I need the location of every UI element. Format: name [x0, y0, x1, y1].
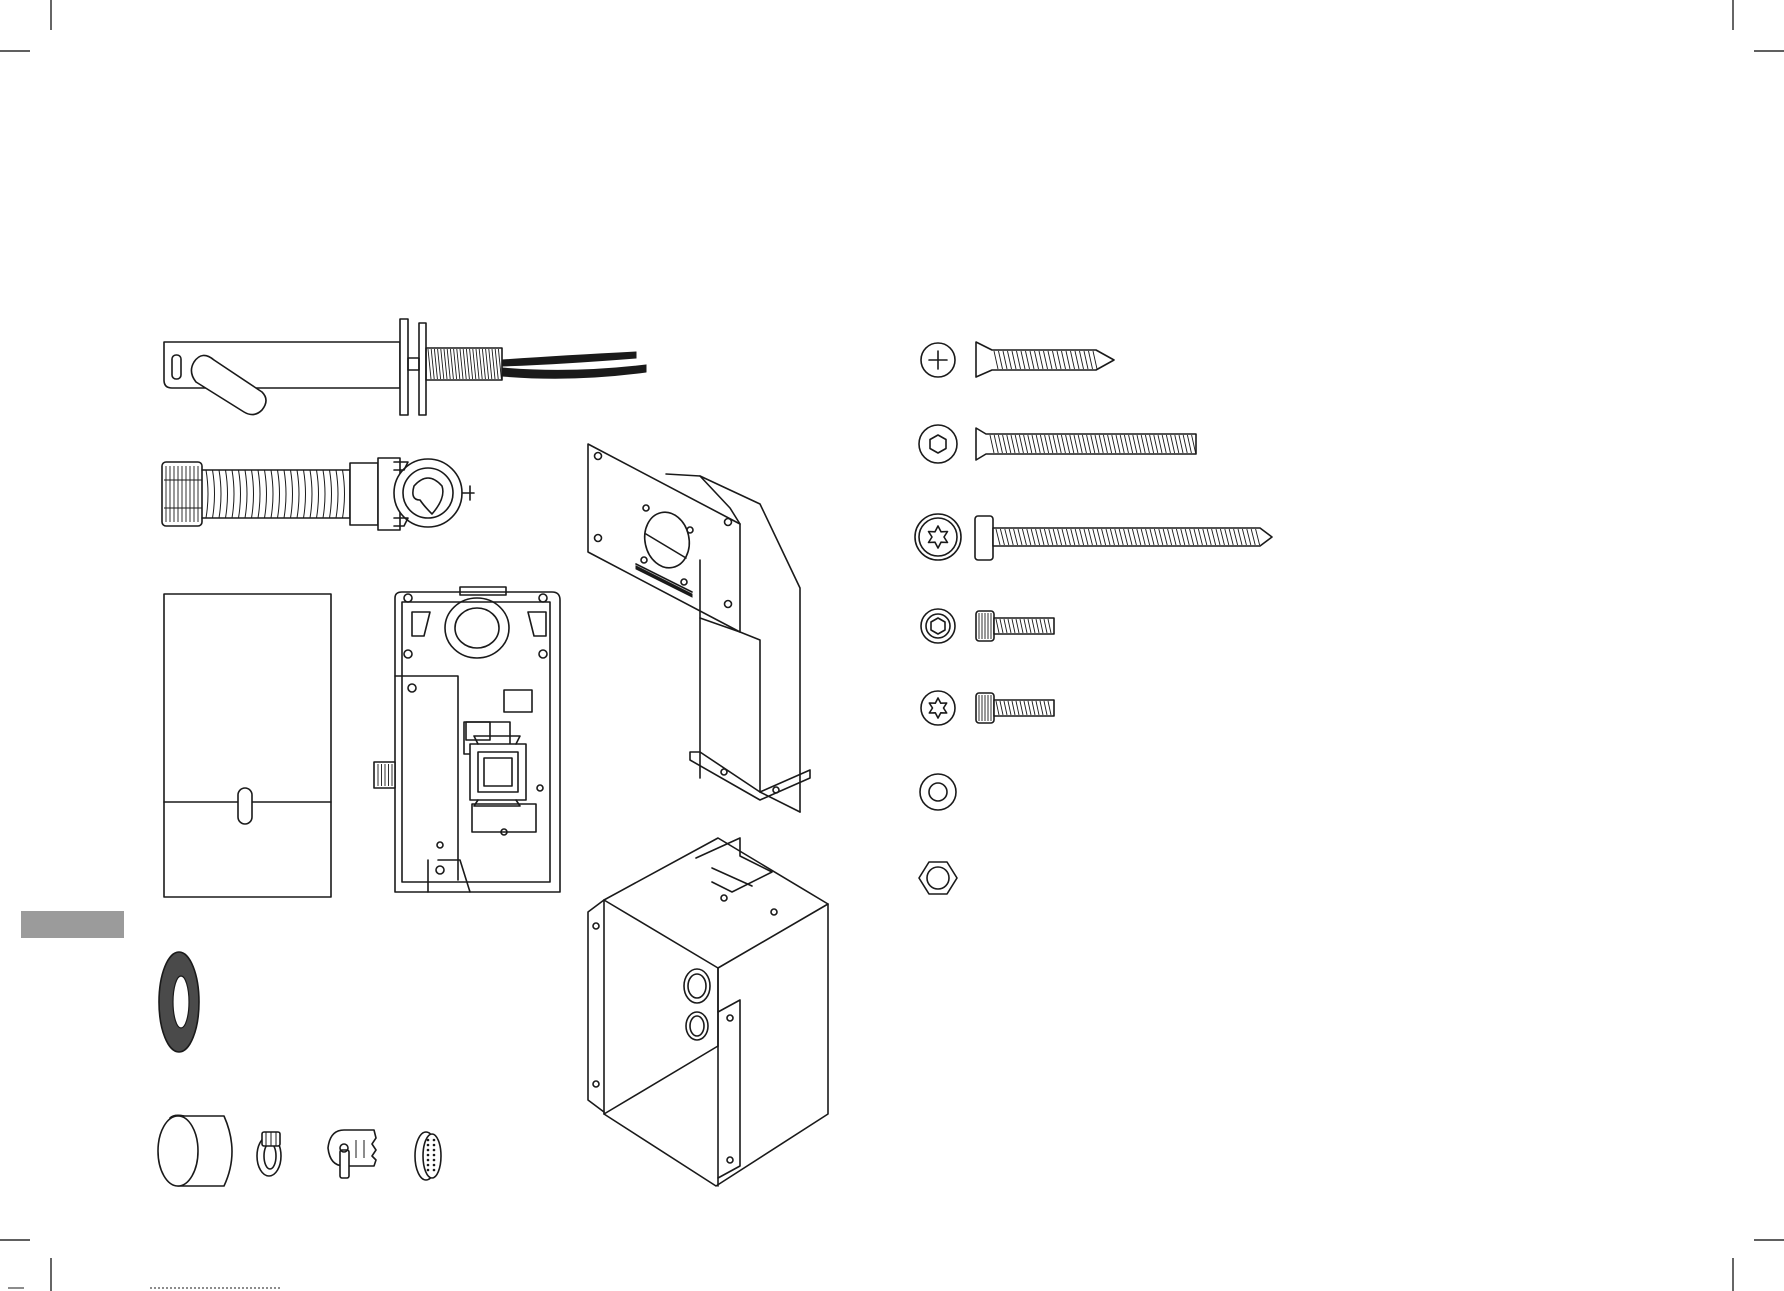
aerator-hole — [427, 1144, 430, 1147]
hatch-line — [470, 349, 473, 379]
hatch-line — [492, 349, 495, 379]
hose-rib — [258, 470, 260, 518]
hose-rib — [304, 470, 306, 518]
hex-nut-icon — [919, 862, 957, 894]
drilling-template-panel — [164, 594, 331, 897]
aerator-hole — [427, 1149, 430, 1152]
aerator-hole — [433, 1139, 436, 1142]
hatch-line — [441, 349, 444, 379]
sealing-gasket — [159, 952, 199, 1052]
aerator-hole — [433, 1164, 436, 1167]
hex-nut — [919, 862, 957, 894]
service-key — [328, 1130, 376, 1178]
hose-rib — [317, 470, 319, 518]
aerator-hole — [427, 1169, 430, 1172]
hose-rib — [271, 470, 273, 518]
hatch-line — [460, 349, 463, 379]
hatch-line — [473, 349, 476, 379]
hatch-line — [486, 349, 489, 379]
hose-rib — [278, 470, 280, 518]
aerator-hole — [433, 1144, 436, 1147]
countersunk-screw-phillips — [921, 342, 1114, 377]
hose-rib — [284, 470, 286, 518]
aerator-hole — [427, 1159, 430, 1162]
countersunk-screw-hex — [919, 425, 1196, 463]
short-bolt-hex — [921, 609, 1054, 643]
hose-rib — [323, 470, 325, 518]
hatch-line — [434, 349, 437, 379]
hatch-line — [431, 349, 434, 379]
hatch-line — [444, 349, 447, 379]
hatch-line — [457, 349, 460, 379]
hex-socket-head-icon — [919, 425, 957, 463]
hose-rib — [343, 470, 345, 518]
hatch-line — [482, 349, 485, 379]
hatch-line — [489, 349, 492, 379]
hose-rib — [213, 470, 215, 518]
washer — [920, 774, 956, 810]
aerator-hole — [427, 1154, 430, 1157]
hatch-line — [498, 349, 501, 379]
aerator-hole — [433, 1169, 436, 1172]
hatch-line — [466, 349, 469, 379]
aerator-hole — [433, 1154, 436, 1157]
hose-rib — [252, 470, 254, 518]
hose-clamp — [257, 1132, 281, 1176]
hose-rib — [297, 470, 299, 518]
washer-icon — [920, 774, 956, 810]
hose-rib — [310, 470, 312, 518]
hose-rib — [336, 470, 338, 518]
fastener-list — [915, 342, 1272, 894]
hatch-line — [476, 349, 479, 379]
short-bolt-torx — [921, 691, 1054, 725]
wood-screw-torx — [915, 514, 1272, 560]
hatch-line — [428, 349, 431, 379]
hatch-line — [479, 349, 482, 379]
control-box-open — [374, 587, 560, 892]
hose-rib — [239, 470, 241, 518]
hose-rib — [219, 470, 221, 518]
aerator — [415, 1132, 441, 1180]
aerator-hole — [427, 1164, 430, 1167]
faucet-spout — [164, 319, 646, 415]
hose-rib — [245, 470, 247, 518]
hose-rib — [232, 470, 234, 518]
phillips-head-icon — [921, 343, 955, 377]
hatch-line — [463, 349, 466, 379]
hose-rib — [265, 470, 267, 518]
installation-box — [588, 838, 828, 1186]
hex-socket-head-icon — [921, 609, 955, 643]
torx-head-icon — [915, 514, 961, 560]
hose-rib — [206, 470, 208, 518]
hatch-line — [438, 349, 441, 379]
aerator-hole — [433, 1159, 436, 1162]
hatch-line — [454, 349, 457, 379]
hose-rib — [330, 470, 332, 518]
hatch-line — [495, 349, 498, 379]
aerator-hole — [427, 1139, 430, 1142]
hatch-line — [447, 349, 450, 379]
hatch-line — [450, 349, 453, 379]
hose-rib — [291, 470, 293, 518]
aerator-hole — [433, 1149, 436, 1152]
corrugated-hose-with-valve — [162, 458, 474, 530]
torx-head-icon — [921, 691, 955, 725]
mounting-bracket — [588, 444, 810, 812]
cylindrical-cap — [158, 1115, 232, 1186]
hose-rib — [226, 470, 228, 518]
